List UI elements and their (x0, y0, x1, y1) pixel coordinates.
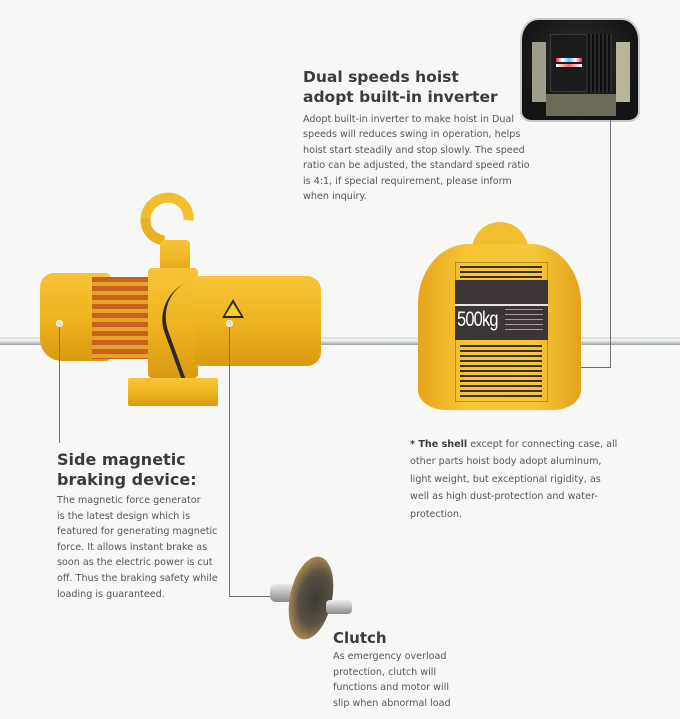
leader-line-clutch (229, 327, 230, 597)
braking-desc-line: off. Thus the braking safety while (57, 572, 218, 584)
inverter-desc-line: is 4:1, if special requirement, please i… (303, 175, 512, 187)
grille-vents-bottom (460, 345, 542, 397)
braking-desc-line: loading is guaranteed. (57, 588, 165, 600)
shell-desc-line: light weight, but exceptional rigidity, … (410, 473, 601, 485)
inverter-desc-line: hoist start steadily and stop slowly. Th… (303, 144, 525, 156)
nameplate-specs (505, 309, 543, 333)
grille-vents-top (460, 266, 542, 278)
inverter-title-line1: Dual speeds hoist (303, 68, 459, 86)
inverter-desc-line: ratio can be adjusted, the standard spee… (303, 160, 530, 172)
inverter-board (546, 94, 616, 116)
warning-icon-inner (225, 303, 241, 316)
inverter-terminal-right (616, 42, 630, 102)
trolley-plate (128, 378, 218, 406)
clutch-title: Clutch (333, 629, 387, 647)
braking-title-line1: Side magnetic (57, 450, 186, 469)
clutch-desc-line: functions and motor will (333, 682, 450, 694)
clutch-desc-line: protection, clutch will (333, 666, 437, 678)
braking-desc-line: featured for generating magnetic (57, 526, 218, 538)
inverter-image (520, 18, 640, 122)
shell-desc-line: protection. (410, 508, 463, 520)
shell-desc-line: * The shell except for connecting case, … (410, 436, 680, 453)
inverter-display (556, 58, 582, 62)
shell-section: * The shell except for connecting case, … (410, 436, 680, 523)
shell-desc-line: other parts hoist body adopt aluminum, (410, 456, 602, 468)
inverter-desc-line: speeds will reduces swing in operation, … (303, 129, 521, 141)
braking-desc-line: The magnetic force generator (57, 495, 201, 506)
braking-section: Side magnetic braking device: The magnet… (57, 450, 237, 602)
inverter-vent (586, 34, 612, 92)
clutch-section: Clutch As emergency overload protection,… (333, 628, 473, 711)
shell-first-line: except for connecting case, all (467, 439, 618, 450)
braking-desc-line: force. It allows instant brake as (57, 541, 208, 553)
inverter-description: Adopt built-in inverter to make hoist in… (303, 112, 533, 204)
clutch-description: As emergency overload protection, clutch… (333, 649, 473, 711)
leader-line-clutch-h (229, 596, 275, 597)
rail-beam (0, 337, 680, 345)
motor-fins (92, 277, 152, 359)
braking-title-line2: braking device: (57, 470, 197, 489)
clutch-gear (281, 552, 341, 644)
braking-desc-line: soon as the electric power is cut (57, 557, 213, 569)
braking-desc-line: is the latest design which is (57, 510, 191, 522)
shell-lead: * The shell (410, 439, 468, 450)
nameplate-capacity: 500kg (457, 308, 499, 331)
braking-description: The magnetic force generator is the late… (57, 493, 237, 602)
inverter-section: Dual speeds hoist adopt built-in inverte… (303, 67, 533, 204)
shell-desc-line: well as high dust-protection and water- (410, 491, 598, 503)
nameplate-stripe (455, 304, 548, 306)
inverter-display-row (556, 64, 582, 67)
hoist-frame (148, 268, 198, 378)
clutch-shaft-right (326, 600, 352, 614)
inverter-title-line2: adopt built-in inverter (303, 88, 498, 106)
gearbox-housing (195, 276, 321, 366)
clutch-desc-line: As emergency overload (333, 651, 447, 662)
inverter-desc-line: Adopt built-in inverter to make hoist in… (303, 114, 515, 125)
callout-dot-brake (56, 320, 63, 327)
callout-dot-clutch (226, 320, 233, 327)
inverter-desc-line: when inquiry. (303, 191, 367, 203)
clutch-desc-line: slip when abnormal load (333, 697, 451, 709)
leader-line-brake (59, 327, 60, 443)
inverter-terminal-left (532, 42, 546, 102)
leader-line-inverter (610, 120, 611, 368)
